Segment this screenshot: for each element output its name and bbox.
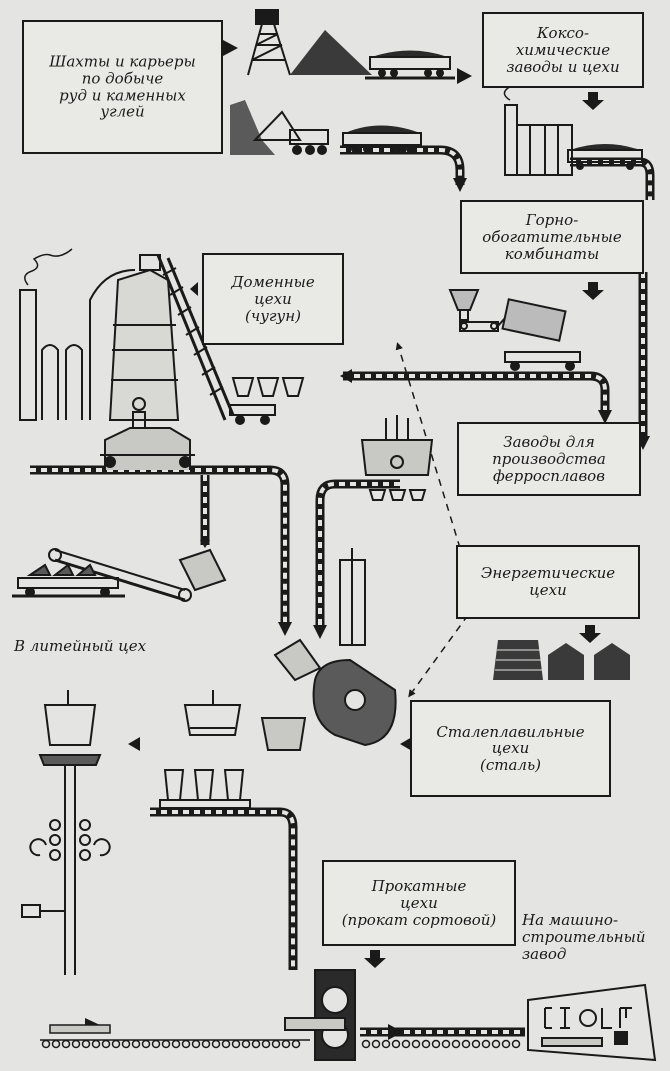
steel-box: Сталеплавильные цехи (сталь) xyxy=(410,700,611,797)
rail-mines-to-ore xyxy=(340,145,465,185)
rolling-mill xyxy=(284,969,356,1061)
steel-label: Сталеплавильные цехи (сталь) xyxy=(436,722,585,774)
ore-heap xyxy=(290,30,372,75)
coke-box: Коксо- химические заводы и цехи xyxy=(482,12,644,88)
foundry-conveyor xyxy=(12,548,227,602)
coal-quarry xyxy=(230,100,329,155)
ore-box: Горно- обогатительные комбинаты xyxy=(460,200,644,274)
ferroalloy-furnace xyxy=(360,415,434,501)
blast-box: Доменные цехи (чугун) xyxy=(202,253,344,345)
rolling-box: Прокатные цехи (прокат сортовой) xyxy=(322,860,516,946)
roller-table xyxy=(40,1024,310,1041)
energy-supply-lines xyxy=(395,342,469,698)
coke-label: Коксо- химические заводы и цехи xyxy=(506,23,620,76)
mine-headframe xyxy=(247,9,291,76)
ore-label: Горно- обогатительные комбинаты xyxy=(482,210,622,263)
rail-steel-to-rolling xyxy=(150,807,298,970)
rolling-label: Прокатные цехи (прокат сортовой) xyxy=(341,876,497,929)
machine-plant-products xyxy=(527,983,657,1062)
coke-wagon xyxy=(567,144,643,170)
energy-box: Энергетические цехи xyxy=(456,545,640,619)
mixer-ladle xyxy=(273,548,366,682)
machine-plant-label: На машино- строительный завод xyxy=(522,911,646,963)
mine-wagon-1 xyxy=(365,50,455,80)
rail-ferro-to-steel xyxy=(315,479,400,630)
mines-box: Шахты и карьеры по добыче руд и каменных… xyxy=(22,20,223,154)
rail-ore-to-blast xyxy=(343,371,610,415)
converter xyxy=(312,658,397,747)
ore-crusher xyxy=(448,289,581,371)
coke-skip-cars xyxy=(229,377,305,425)
rail-blast-to-steel xyxy=(30,465,290,625)
ferro-box: Заводы для производства ферросплавов xyxy=(457,422,641,496)
foundry-label: В литейный цех xyxy=(14,637,147,655)
mines-label: Шахты и карьеры по добыче руд и каменных… xyxy=(49,52,196,121)
roller-table-rollers xyxy=(41,1039,301,1049)
coal-wagon xyxy=(342,125,422,153)
energy-label: Энергетические цехи xyxy=(480,564,616,599)
blast-label: Доменные цехи (чугун) xyxy=(231,272,315,325)
blast-furnace xyxy=(19,248,235,470)
continuous-casting xyxy=(21,690,111,975)
coke-plant-building xyxy=(503,77,573,176)
ferro-label: Заводы для производства ферросплавов xyxy=(492,432,606,485)
casting-ladles xyxy=(159,690,307,809)
rolled-product-rollers xyxy=(361,1039,521,1049)
